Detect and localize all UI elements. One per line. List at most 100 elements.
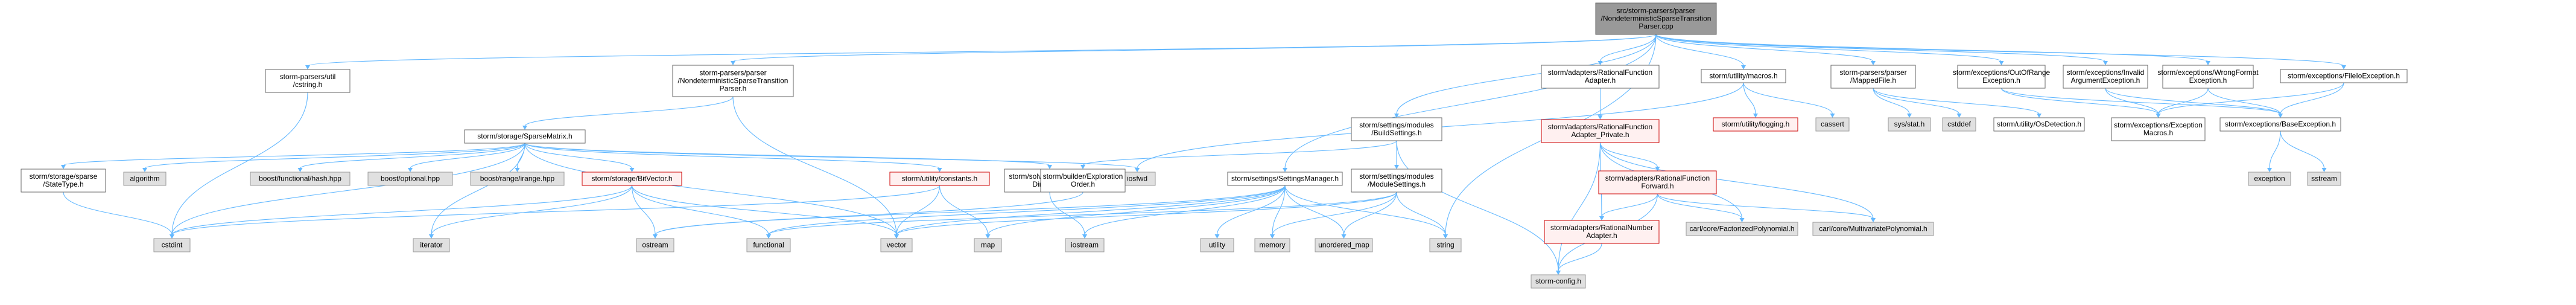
node-label: storm/utility/logging.h: [1722, 120, 1790, 129]
edge-arrowhead: [1394, 165, 1399, 169]
node-box: [672, 65, 794, 97]
edge-bitvector-to-vector: [631, 185, 897, 236]
edge-sparsematrix-to-vector: [524, 143, 897, 236]
node-label: map: [981, 241, 995, 249]
node-iostream: iostream: [1065, 238, 1105, 252]
node-label: storm/settings/SettingsManager.h: [1231, 175, 1339, 183]
node-box: [2280, 69, 2408, 83]
node-label: functional: [753, 241, 784, 249]
node-box: [1351, 117, 1442, 141]
node-box: [2219, 117, 2341, 132]
edge-arrowhead: [1739, 218, 1745, 222]
edge-constants-to-cstdint: [171, 185, 941, 236]
node-label: storm/exceptions/WrongFormat: [2157, 68, 2259, 77]
edge-arrowhead: [61, 165, 66, 169]
edge-arrowhead: [2341, 65, 2346, 69]
node-baseexception[interactable]: storm/exceptions/BaseException.h: [2219, 117, 2341, 132]
edge-arrowhead: [305, 65, 310, 69]
node-bitvector[interactable]: storm/storage/BitVector.h: [582, 172, 682, 186]
node-settingsmanager[interactable]: storm/settings/SettingsManager.h: [1227, 172, 1343, 186]
node-utility: utility: [1200, 238, 1234, 252]
edge-sparsematrix-to-algorithm: [144, 143, 525, 169]
edge-root-to-fileio: [1655, 34, 2344, 66]
node-box: [2063, 65, 2148, 89]
edge-arrowhead: [1341, 234, 1347, 239]
node-mappedfile[interactable]: storm-parsers/parser/MappedFile.h: [1830, 65, 1916, 89]
node-box: [2248, 172, 2291, 186]
node-box: [367, 172, 453, 186]
edge-arrowhead: [937, 168, 942, 172]
node-osdetection[interactable]: storm/utility/OsDetection.h: [1993, 117, 2085, 132]
edge-ratfuncprivate-to-ratfuncforward: [1599, 142, 1658, 168]
edge-sparsematrix-to-boostoptional: [410, 143, 525, 169]
node-label: storm/exceptions/FileIoException.h: [2288, 72, 2400, 80]
node-box: [1351, 169, 1442, 193]
node-label: carl/core/FactorizedPolynomial.h: [1689, 225, 1794, 233]
node-label: ArgumentException.h: [2071, 76, 2140, 85]
edge-builderexpl-to-ostream: [655, 191, 1083, 236]
node-sparsematrix[interactable]: storm/storage/SparseMatrix.h: [464, 129, 586, 144]
edge-modulesettings-to-unorderedmap: [1343, 191, 1397, 236]
edge-ratfuncforward-to-multivariate: [1657, 193, 1874, 219]
node-macros[interactable]: storm/utility/macros.h: [1701, 69, 1786, 83]
node-label: iostream: [1071, 241, 1099, 249]
edge-root-to-invalidarg: [1655, 34, 2106, 62]
edge-arrowhead: [1394, 114, 1399, 118]
edge-root-to-cstring: [307, 34, 1657, 66]
edge-root-to-outofrange: [1655, 34, 2002, 62]
edge-root-to-ratfuncadapter: [1599, 34, 1657, 62]
edge-arrowhead: [2206, 61, 2210, 65]
node-box: [153, 238, 191, 252]
node-label: storm-parsers/parser: [1839, 68, 1906, 77]
node-root[interactable]: src/storm-parsers/parser/Nondeterministi…: [1595, 2, 1717, 35]
node-box: [1595, 2, 1717, 35]
edge-cstring-to-cstdint: [171, 92, 308, 236]
node-label: string: [1436, 241, 1454, 249]
node-logging[interactable]: storm/utility/logging.h: [1713, 117, 1798, 132]
edge-arrowhead: [1871, 61, 1876, 65]
node-label: storm/settings/modules: [1359, 172, 1433, 181]
node-ndparser[interactable]: storm-parsers/parser/NondeterministicSpa…: [672, 65, 794, 97]
node-label: iterator: [420, 241, 442, 249]
edge-ratfuncprivate-to-multivariate: [1599, 142, 1874, 219]
edge-arrowhead: [629, 168, 635, 172]
node-modulesettings[interactable]: storm/settings/modules/ModuleSettings.h: [1351, 169, 1442, 193]
node-box: [265, 69, 351, 93]
node-cstdint: cstdint: [153, 238, 191, 252]
edge-macros-to-cassert: [1743, 82, 1833, 115]
edge-bitvector-to-ostream: [631, 185, 656, 236]
node-label: Adapter_Private.h: [1571, 130, 1629, 139]
node-label: /ModuleSettings.h: [1368, 180, 1426, 188]
edge-arrowhead: [142, 168, 147, 172]
edge-settingsmanager-to-memory: [1272, 185, 1286, 236]
node-fileio[interactable]: storm/exceptions/FileIoException.h: [2280, 69, 2408, 83]
edge-settingsmanager-to-functional: [768, 185, 1286, 236]
edge-bitvector-to-iterator: [431, 185, 633, 236]
node-box: [1713, 117, 1798, 132]
edge-arrowhead: [1556, 271, 1561, 275]
node-ratfuncprivate[interactable]: storm/adapters/RationalFunctionAdapter_P…: [1541, 119, 1660, 143]
node-cstring[interactable]: storm-parsers/util/cstring.h: [265, 69, 351, 93]
node-box: [1200, 238, 1234, 252]
node-buildsettings[interactable]: storm/settings/modules/BuildSettings.h: [1351, 117, 1442, 141]
node-label: Exception.h: [1982, 76, 2020, 85]
node-label: boost/functional/hash.hpp: [259, 175, 341, 183]
node-label: storm/exceptions/Invalid: [2067, 68, 2145, 77]
edge-arrowhead: [515, 168, 520, 172]
edge-arrowhead: [1270, 234, 1275, 239]
node-functional: functional: [746, 238, 791, 252]
node-statetype[interactable]: storm/storage/sparse/StateType.h: [21, 169, 106, 193]
node-constants[interactable]: storm/utility/constants.h: [889, 172, 990, 186]
node-label: sys/stat.h: [1894, 120, 1925, 129]
node-invalidarg[interactable]: storm/exceptions/InvalidArgumentExceptio…: [2063, 65, 2148, 89]
node-box: [1544, 220, 1660, 244]
node-box: [1065, 238, 1105, 252]
node-label: cassert: [1821, 120, 1844, 129]
